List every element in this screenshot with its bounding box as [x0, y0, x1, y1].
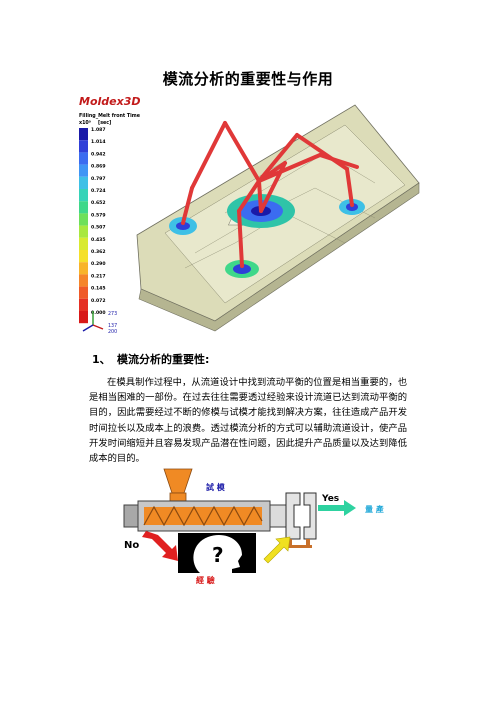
yes-arrow-icon: [318, 500, 356, 516]
runner-system: [181, 121, 359, 268]
legend-swatch: [79, 152, 88, 165]
legend-value: 0.797: [91, 176, 106, 182]
legend-value: 0.507: [91, 225, 106, 231]
legend-value: 0.290: [91, 261, 106, 267]
result-name: Filling_Melt front Time: [79, 113, 141, 119]
legend-swatch: [79, 311, 88, 324]
trial-mold-flow-image: 試 模 Yes 量 產 No ? 經 驗: [123, 468, 384, 585]
legend-value: 0.145: [91, 286, 106, 292]
axis-label-3: 200: [108, 329, 117, 335]
legend-value: 0.942: [91, 151, 106, 157]
axis-triad: 273 137 200: [82, 311, 117, 335]
injection-barrel: [123, 500, 287, 532]
no-arrow-icon: [142, 531, 178, 561]
yes-label: Yes: [321, 494, 339, 504]
legend-value: 0.217: [91, 273, 106, 279]
legend-value: 0.652: [91, 200, 106, 206]
legend-swatch: [79, 262, 88, 275]
head-silhouette-icon: ?: [178, 533, 256, 573]
experience-label: 經 驗: [196, 575, 215, 585]
legend-swatch: [79, 250, 88, 263]
legend-value: 0.072: [91, 298, 106, 304]
legend-value: 0.724: [91, 188, 106, 194]
legend-value: 0.000: [91, 310, 106, 316]
legend-value: 1.087: [91, 127, 106, 133]
section-title: 模流分析的重要性:: [117, 353, 210, 366]
legend-swatch: [79, 140, 88, 153]
section-number: 1、: [92, 353, 111, 366]
legend-value: 0.869: [91, 164, 106, 170]
unit-label: [sec]: [98, 120, 111, 126]
legend-value: 0.579: [91, 212, 106, 218]
hopper-icon: [163, 468, 193, 502]
legend-swatch: [79, 176, 88, 189]
moldex3d-logo: Moldex3D: [79, 95, 141, 108]
section-heading: 1、模流分析的重要性:: [92, 351, 209, 367]
production-label: 量 產: [365, 504, 384, 514]
axis-label-1: 273: [108, 311, 117, 317]
feedback-arrow-icon: [263, 536, 291, 564]
legend-swatch: [79, 201, 88, 214]
legend-swatch: [79, 286, 88, 299]
no-label: No: [124, 540, 139, 551]
legend-swatch: [79, 298, 88, 311]
legend-value: 1.014: [91, 139, 106, 145]
legend-swatch: [79, 128, 88, 141]
page-title: 模流分析的重要性与作用: [162, 70, 334, 88]
question-mark: ?: [212, 543, 224, 567]
mold-halves-icon: [285, 492, 317, 548]
legend-value: 0.435: [91, 237, 106, 243]
legend-swatch: [79, 189, 88, 202]
axis-label-2: 137: [108, 323, 117, 329]
color-legend: 1.087 1.014 0.942 0.869 0.797 0.724 0.652 0.579…: [79, 127, 106, 324]
body-paragraph: 在模具制作过程中，从流道设计中找到流动平衡的位置是相当重要的，也是相当困难的一部…: [89, 377, 407, 465]
legend-swatch: [79, 225, 88, 238]
scale-exponent: x10⁰: [79, 120, 91, 126]
simulation-result-image: Moldex3D Filling_Melt front Time x10⁰ [s…: [79, 95, 420, 335]
trial-label: 試 模: [206, 482, 226, 492]
legend-swatch: [79, 164, 88, 177]
legend-swatch: [79, 237, 88, 250]
legend-swatch: [79, 213, 88, 226]
legend-value: 0.362: [91, 249, 106, 255]
legend-swatch: [79, 274, 88, 287]
